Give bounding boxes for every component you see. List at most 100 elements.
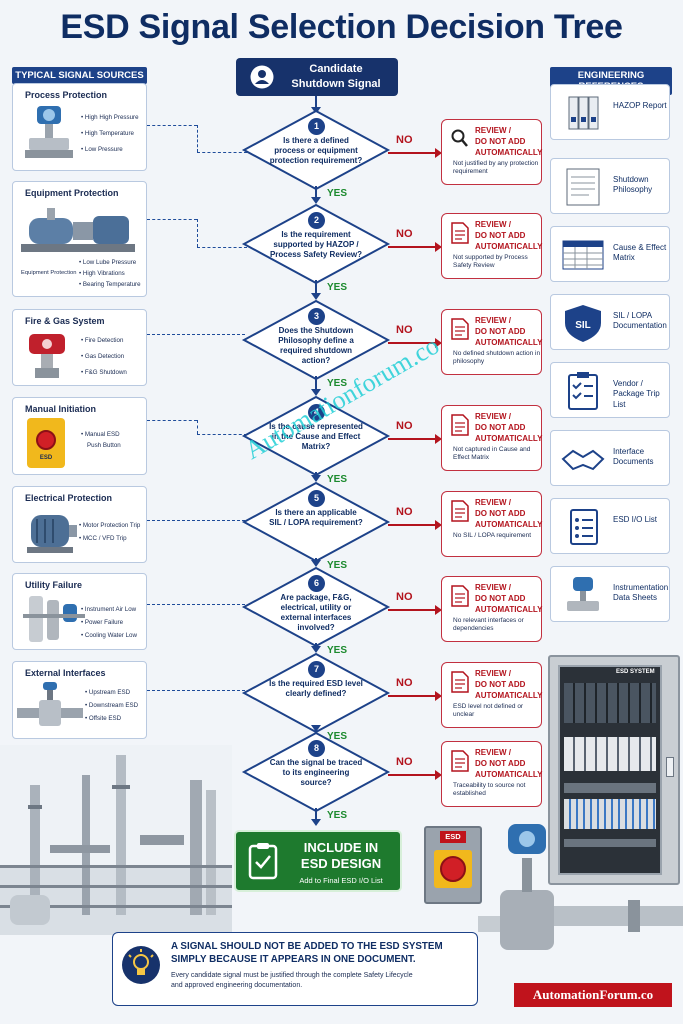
no-arrow (388, 338, 442, 348)
yes-label: YES (327, 731, 348, 742)
bottom-note: A SIGNAL SHOULD NOT BE ADDED TO THE ESD … (112, 932, 478, 1006)
esd-station: ESD (424, 826, 482, 904)
source-item: Low Lube Pressure (79, 259, 136, 266)
yes-arrow (311, 725, 321, 732)
start-line2: Shutdown Signal (291, 78, 381, 91)
decision-question: Is the requirement supported by HAZOP / … (269, 230, 363, 259)
no-arrow (388, 520, 442, 530)
handshake-icon (561, 449, 605, 471)
air-regulator-icon (23, 596, 85, 642)
document-warning-icon (451, 671, 469, 693)
reference-card[interactable]: Interface Documents (550, 430, 670, 486)
no-label: NO (396, 228, 413, 240)
source-title: Process Protection (25, 90, 108, 100)
step-number: 4 (308, 404, 325, 421)
review-title: REVIEW / (475, 748, 512, 757)
svg-text:SIL: SIL (575, 320, 591, 331)
source-card-manual-initiation: Manual Initiation ESD Manual ESD Push Bu… (12, 397, 147, 475)
source-item: Upstream ESD (85, 689, 130, 696)
step-number: 1 (308, 118, 325, 135)
yes-arrow (311, 808, 321, 826)
document-warning-icon (451, 414, 469, 436)
pipeline-valve-icon (17, 682, 83, 726)
note-heading1: A SIGNAL SHOULD NOT BE ADDED TO THE ESD … (171, 941, 443, 952)
yes-label: YES (327, 188, 348, 199)
source-card-fire-gas: Fire & Gas System Fire Detection Gas Det… (12, 309, 147, 386)
review-title: DO NOT ADD (475, 758, 526, 768)
review-title: DO NOT ADD (475, 679, 526, 689)
review-title: REVIEW / (475, 583, 512, 592)
document-warning-icon (451, 500, 469, 522)
reference-card[interactable]: ESD I/O List (550, 498, 670, 554)
source-item: Bearing Temperature (79, 281, 141, 288)
yes-label: YES (327, 378, 348, 389)
connector (147, 125, 197, 126)
no-label: NO (396, 591, 413, 603)
review-title: DO NOT ADD (475, 136, 526, 146)
connector (147, 690, 245, 691)
source-item: Offsite ESD (85, 715, 121, 722)
connector (147, 420, 197, 421)
review-reason: No relevant interfaces or dependencies (453, 617, 524, 633)
review-title: DO NOT ADD (475, 326, 526, 336)
reference-card[interactable]: Vendor / Package Trip List (550, 362, 670, 418)
step-number: 7 (308, 661, 325, 678)
review-reason: ESD level not defined or unclear (453, 703, 524, 719)
review-title: DO NOT ADD (475, 593, 526, 603)
reference-card[interactable]: Shutdown Philosophy (550, 158, 670, 214)
reference-card[interactable]: Cause & Effect Matrix (550, 226, 670, 282)
reference-label: Interface Documents (613, 447, 654, 467)
connector (147, 520, 245, 521)
yes-arrow (311, 376, 321, 396)
source-card-equipment-protection: Equipment Protection Low Lube Pressure H… (12, 181, 147, 297)
sources-header: TYPICAL SIGNAL SOURCES (12, 67, 147, 84)
yes-arrow (311, 472, 321, 482)
connector (197, 219, 198, 247)
source-item: High Vibrations (79, 270, 125, 277)
document-warning-icon (451, 318, 469, 340)
step-number: 5 (308, 490, 325, 507)
esd-pushbutton-icon: ESD (27, 418, 65, 468)
source-item: Motor Protection Trip (79, 522, 140, 529)
review-title: AUTOMATICALLY (475, 337, 543, 347)
brand-badge[interactable]: AutomationForum.co (514, 983, 672, 1007)
review-reason: Not supported by Process Safety Review (453, 254, 528, 270)
yes-arrow (311, 186, 321, 204)
source-title: External Interfaces (25, 668, 106, 678)
reference-card[interactable]: HAZOP Report (550, 84, 670, 140)
source-item: Manual ESD (81, 431, 120, 438)
source-title: Fire & Gas System (25, 316, 105, 326)
yes-label: YES (327, 645, 348, 656)
no-label: NO (396, 756, 413, 768)
checklist-icon (568, 372, 598, 410)
review-reason: Not captured in Cause and Effect Matrix (453, 446, 531, 462)
yes-label: YES (327, 282, 348, 293)
review-reason: Not justified by any protection requirem… (453, 160, 539, 176)
cabinet-label: ESD SYSTEM (616, 669, 655, 675)
matrix-icon (562, 240, 604, 270)
connector (197, 152, 247, 153)
yes-arrow (311, 280, 321, 300)
reference-label: Shutdown Philosophy (613, 175, 653, 195)
decision-question: Is there a defined process or equipment … (269, 136, 363, 165)
source-card-external-interfaces: External Interfaces Upstream ESD Downstr… (12, 661, 147, 739)
decision-question: Is the cause represented in the Cause an… (269, 422, 363, 451)
connector (197, 434, 247, 435)
connector (197, 420, 198, 434)
no-label: NO (396, 420, 413, 432)
decision-question: Does the Shutdown Philosophy define a re… (278, 326, 354, 365)
shield-icon: SIL (565, 305, 601, 342)
review-title: REVIEW / (475, 126, 512, 135)
reference-card[interactable]: Instrumentation Data Sheets (550, 566, 670, 622)
document-warning-icon (451, 585, 469, 607)
connector (197, 125, 198, 152)
no-arrow (388, 605, 442, 615)
review-title: REVIEW / (475, 412, 512, 421)
review-reason: No SIL / LOPA requirement (453, 532, 532, 539)
lightbulb-icon (122, 946, 160, 984)
